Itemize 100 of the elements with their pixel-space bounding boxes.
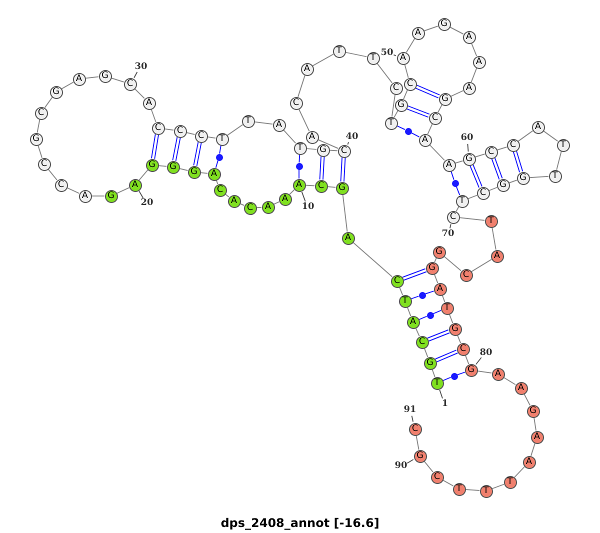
nucleotide-circle: A bbox=[228, 194, 240, 208]
nucleotide-circle: A bbox=[342, 232, 354, 244]
nucleotide-circle: A bbox=[490, 250, 504, 262]
nucleotide-circle: C bbox=[428, 112, 442, 124]
backbone-line bbox=[317, 139, 339, 149]
nucleotide-circle: T bbox=[332, 44, 346, 58]
nucleotide-circle: A bbox=[434, 282, 446, 296]
backbone-line bbox=[449, 26, 464, 34]
nucleotide-circle: C bbox=[390, 274, 404, 288]
backbone-line bbox=[298, 74, 306, 98]
base-pair-line bbox=[432, 310, 442, 314]
nucleotide-circle: A bbox=[396, 52, 410, 64]
backbone-line bbox=[503, 376, 516, 386]
nucleotide-circle: C bbox=[460, 268, 472, 282]
nucleotide-circle: A bbox=[472, 56, 486, 68]
backbone-line bbox=[206, 136, 216, 139]
base-pair-line bbox=[193, 142, 202, 166]
backbone-line bbox=[403, 89, 408, 100]
backbone-line bbox=[476, 370, 492, 374]
base-pair-line bbox=[219, 144, 222, 154]
backbone-line bbox=[464, 354, 470, 364]
nucleotide-circle: A bbox=[418, 134, 432, 146]
backbone-line bbox=[138, 169, 148, 181]
base-pair-line bbox=[319, 156, 325, 180]
backbone-line bbox=[492, 484, 504, 490]
backbone-line bbox=[514, 466, 526, 478]
backbone-line bbox=[450, 90, 464, 97]
nucleotide-circle: T bbox=[430, 376, 444, 390]
pair-dot bbox=[450, 372, 458, 380]
position-number: 90 bbox=[394, 461, 408, 471]
nucleotide-circle: G bbox=[516, 172, 530, 184]
base-pair-line bbox=[491, 157, 503, 180]
nucleotide-circle: T bbox=[484, 214, 498, 228]
nucleotide-circle: A bbox=[412, 26, 424, 40]
pair-dot bbox=[452, 180, 458, 186]
base-pair-line bbox=[298, 154, 300, 163]
pair-dot bbox=[296, 162, 302, 170]
nucleotide-circle: C bbox=[194, 130, 208, 142]
pair-dot bbox=[404, 128, 412, 134]
nucleotide-circle: G bbox=[98, 70, 112, 82]
nucleotide-circle: A bbox=[272, 118, 286, 132]
backbone-line bbox=[474, 153, 486, 158]
backbone-line bbox=[496, 146, 508, 151]
backbone-line bbox=[471, 258, 492, 272]
nucleotide-circle: C bbox=[430, 470, 444, 484]
base-pair-line bbox=[340, 156, 346, 182]
nucleotide-circle: C bbox=[338, 144, 350, 158]
nucleotide-circle: T bbox=[548, 170, 562, 182]
backbone-line bbox=[406, 38, 416, 53]
pair-dot bbox=[426, 312, 434, 318]
position-number: 1 bbox=[442, 399, 448, 409]
diagram-title: dps_2408_annot [-16.6] bbox=[220, 516, 380, 530]
backbone-line bbox=[84, 76, 100, 79]
nucleotide-circle: G bbox=[394, 98, 408, 112]
base-pair-line bbox=[470, 164, 482, 188]
nucleotide-circle: G bbox=[438, 18, 450, 30]
nucleotide-circle: C bbox=[408, 422, 422, 436]
backbone-line bbox=[36, 118, 40, 134]
nucleotide-circle: C bbox=[476, 186, 490, 200]
backbone-line bbox=[344, 52, 368, 58]
nucleotide-circle: C bbox=[54, 178, 68, 192]
backbone-line bbox=[352, 242, 393, 278]
nucleotide-circle: T bbox=[504, 476, 516, 488]
nucleotide-circle: G bbox=[336, 182, 348, 194]
nucleotide-circle: A bbox=[72, 72, 86, 86]
nucleotide-circle: A bbox=[208, 168, 220, 180]
backbone-line bbox=[44, 96, 53, 108]
backbone-line bbox=[66, 187, 80, 194]
backbone-line bbox=[438, 104, 442, 113]
base-pair-line bbox=[418, 316, 428, 320]
nucleotide-circle: T bbox=[556, 138, 570, 152]
backbone-line bbox=[534, 416, 536, 432]
nucleotide-circle: A bbox=[306, 130, 318, 144]
backbone-line bbox=[470, 42, 478, 56]
nucleotide-circle: T bbox=[216, 132, 228, 146]
backbone-line bbox=[406, 306, 412, 316]
base-pair-line bbox=[434, 350, 458, 362]
nucleotide-circle: C bbox=[404, 78, 416, 90]
nucleotide-circle: C bbox=[416, 336, 428, 348]
backbone-line bbox=[116, 187, 130, 194]
nucleotide-circle: T bbox=[456, 194, 468, 208]
nucleotide-circle: G bbox=[462, 152, 476, 166]
pair-dot bbox=[418, 292, 426, 298]
backbone-line bbox=[164, 128, 174, 131]
nucleotide-circle: A bbox=[406, 316, 420, 328]
position-number: 60 bbox=[460, 133, 474, 143]
nucleotide-circle: C bbox=[314, 180, 328, 192]
backbone-line bbox=[305, 184, 315, 186]
base-pair-line bbox=[215, 160, 218, 168]
base-pair-line bbox=[450, 170, 454, 180]
backbone-line bbox=[448, 314, 454, 324]
nucleotide-circle: T bbox=[242, 114, 254, 128]
nucleotide-circle: G bbox=[438, 92, 452, 106]
backbone-line bbox=[524, 393, 530, 406]
backbone-line bbox=[306, 148, 318, 150]
backbone-line bbox=[492, 226, 496, 250]
nucleotide-circle: A bbox=[278, 192, 292, 206]
backbone-line bbox=[342, 194, 348, 232]
position-number: 20 bbox=[140, 198, 154, 208]
nucleotide-circle: G bbox=[426, 262, 438, 274]
